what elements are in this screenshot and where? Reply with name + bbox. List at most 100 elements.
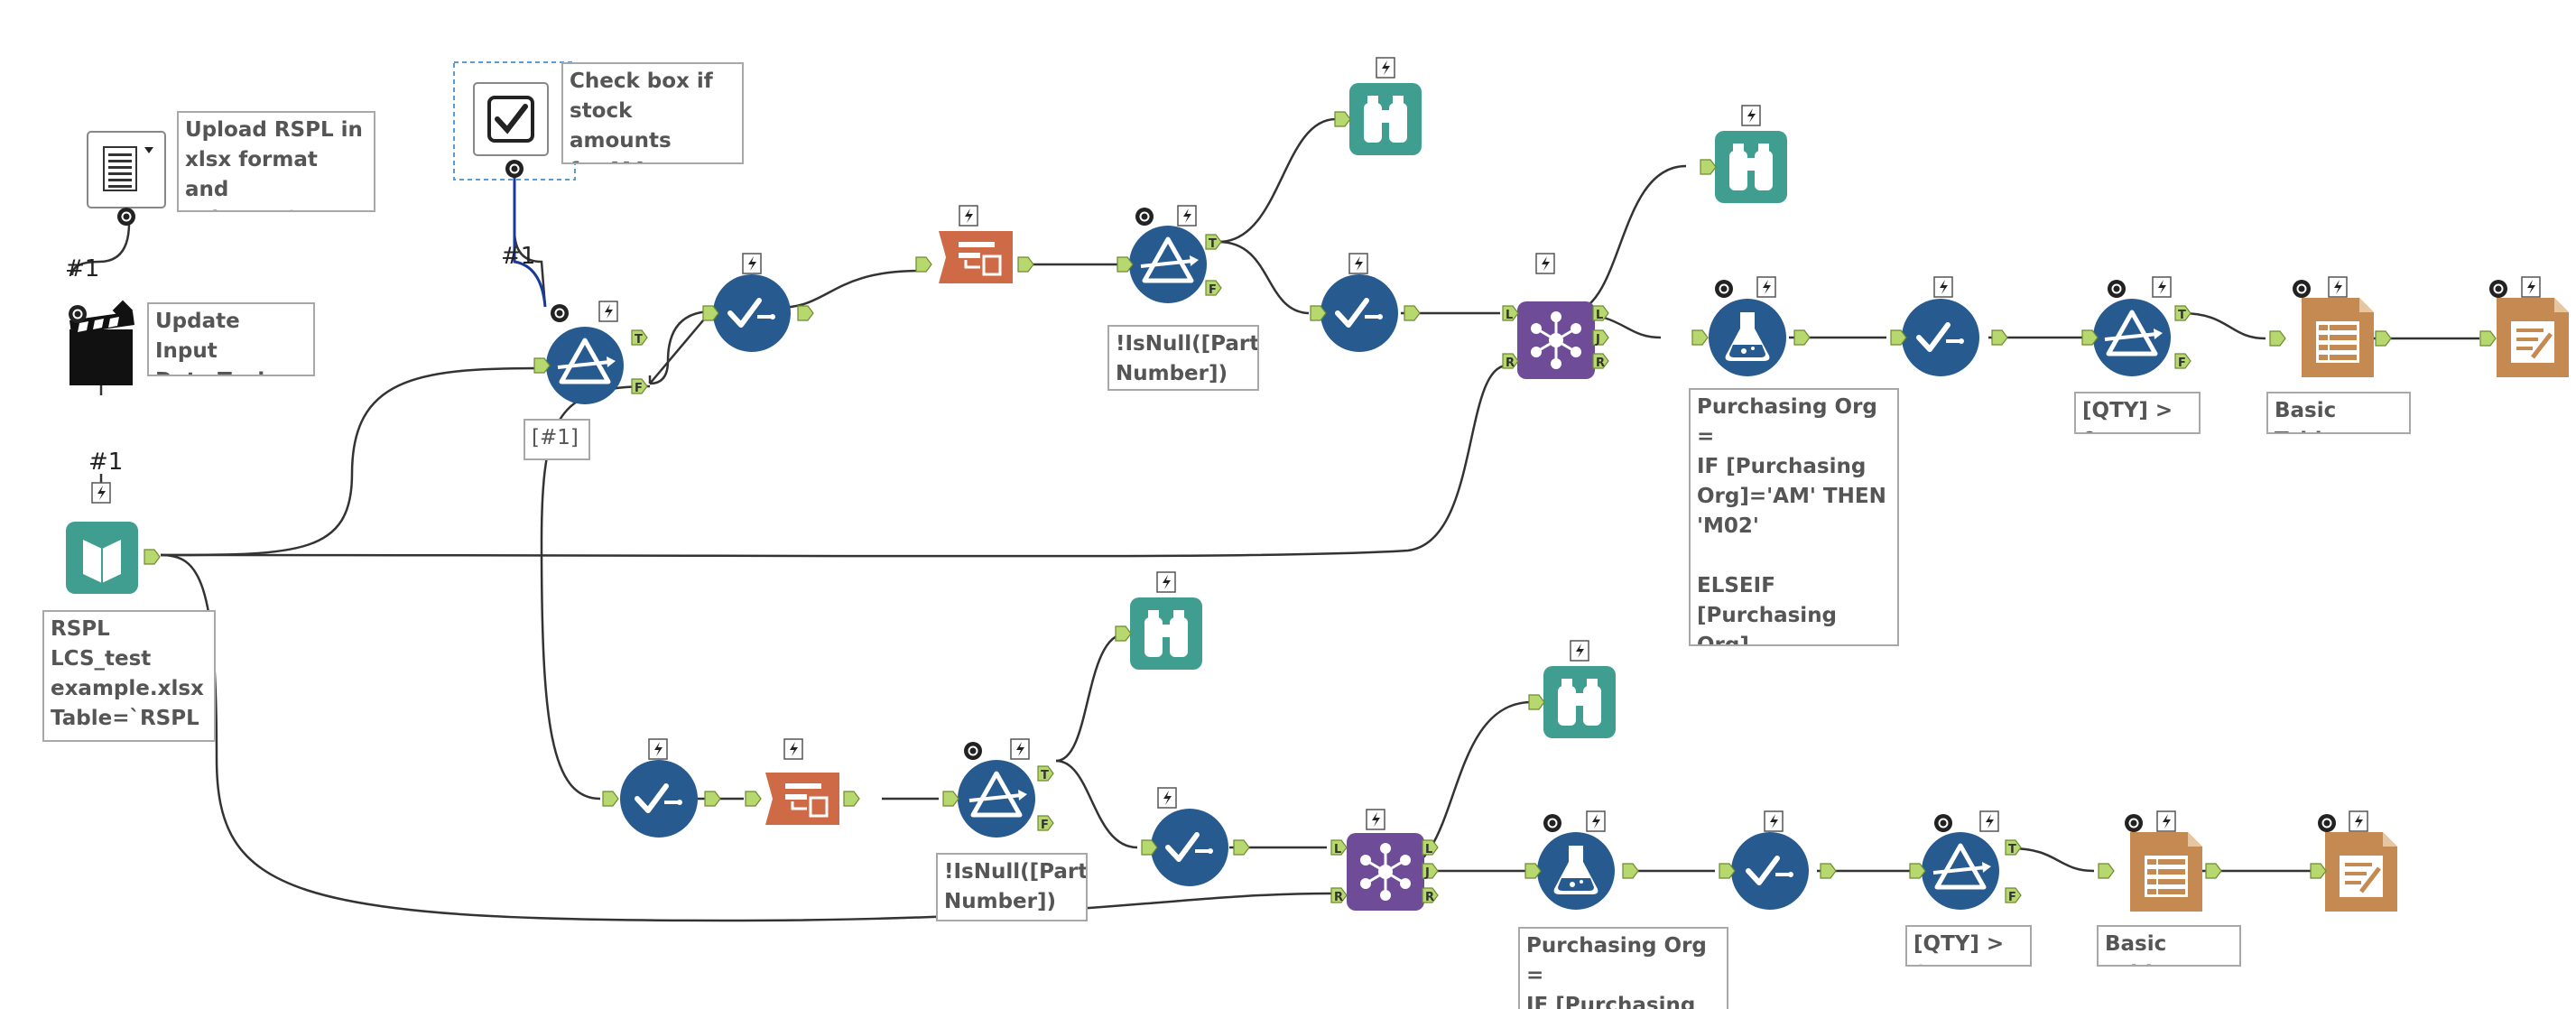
anchor-shape[interactable] [1592,353,1609,369]
clapper-body[interactable] [69,329,133,385]
sample-tool-1[interactable] [939,231,1013,283]
formula-bottom-annotation[interactable]: Purchasing Org = IF [Purchasing Org]='AM… [1518,927,1728,1009]
anchor-shape[interactable] [1502,305,1519,321]
connection-anchor[interactable] [1017,256,1034,273]
anchor-shape[interactable] [2081,329,2099,346]
connection-anchor[interactable] [1404,305,1421,321]
sample-tool-2[interactable] [765,773,839,825]
anchor-shape[interactable] [1719,863,1736,879]
connection-anchor[interactable] [1909,863,1926,879]
anchor-shape[interactable] [1890,329,1907,346]
anchor-shape[interactable] [2375,330,2392,347]
upload-note-annotation[interactable]: Upload RSPL in xlsx format and select 'R… [177,111,375,212]
connection-anchor[interactable] [1793,329,1811,346]
anchor-shape[interactable] [2310,863,2327,879]
isnull-filter-tool-top[interactable] [1129,226,1207,303]
connection-anchor[interactable]: T [1205,234,1222,251]
anchor-shape[interactable] [1422,839,1439,856]
filter-condition-annotation[interactable]: [#1] [524,419,590,460]
select-tool-6[interactable] [1731,832,1809,910]
anchor-shape[interactable] [533,357,551,374]
anchor-shape[interactable] [1330,839,1348,856]
anchor-shape[interactable] [843,791,860,807]
connection-anchor[interactable]: T [2005,839,2022,856]
connection-anchor[interactable]: T [631,329,648,347]
basic-table-tool-bottom[interactable] [2130,832,2202,912]
basic-table-tool-top[interactable] [2302,298,2374,377]
connection-anchor[interactable] [602,791,619,807]
connection-anchor[interactable] [797,305,814,321]
anchor-shape[interactable] [2005,887,2022,903]
anchor-shape[interactable] [2269,330,2286,347]
formula-tool-top[interactable] [1709,299,1786,376]
anchor-shape[interactable] [631,329,648,346]
connection-anchor[interactable]: F [1205,280,1222,297]
connection-anchor[interactable] [1310,305,1327,321]
anchor-shape[interactable] [1310,305,1327,321]
filter-tool-1[interactable] [546,327,624,404]
connection-anchor[interactable] [1991,329,2008,346]
connection-anchor[interactable]: L [1592,305,1609,322]
input-file-annotation[interactable]: RSPL LCS_test example.xlsx Table=`RSPL -… [42,610,216,742]
connection-anchor[interactable]: L [1502,305,1519,322]
basic-table-top-annotation[interactable]: Basic Table [2266,392,2411,434]
anchor-shape[interactable] [942,791,959,807]
connection-anchor[interactable] [1528,694,1545,710]
browse-tool-1[interactable] [1349,83,1422,155]
update-input-note-annotation[interactable]: Update Input Data Tool [147,302,315,376]
connection-anchor[interactable] [2375,330,2392,347]
anchor-shape[interactable] [1404,305,1421,321]
connection-anchor[interactable] [2479,330,2497,347]
connection-anchor[interactable]: F [1037,815,1054,832]
connection-anchor[interactable] [1700,159,1717,175]
anchor-shape[interactable] [1141,839,1158,856]
connection-anchor[interactable]: T [1037,765,1054,782]
anchor-shape[interactable] [1205,234,1222,250]
anchor-shape[interactable] [2174,305,2191,321]
file-browse-tool[interactable] [87,131,166,208]
anchor-shape[interactable] [602,791,619,807]
anchor-shape[interactable] [631,378,648,394]
anchor-shape[interactable] [1117,256,1134,273]
anchor-shape[interactable] [2205,863,2222,879]
connection-anchor[interactable] [745,791,762,807]
anchor-shape[interactable] [1592,329,1609,346]
anchor-shape[interactable] [1622,863,1639,879]
connection-anchor[interactable] [2269,330,2286,347]
connection-anchor[interactable] [144,549,161,565]
connection-anchor[interactable]: R [1422,887,1439,904]
connection-anchor[interactable] [2081,329,2099,346]
anchor-shape[interactable] [1524,863,1542,879]
anchor-shape[interactable] [2005,839,2022,856]
connection-anchor[interactable]: J [1422,863,1439,880]
connection-anchor[interactable]: L [1330,839,1348,856]
anchor-shape[interactable] [1793,329,1811,346]
browse-tool-3[interactable] [1130,597,1202,670]
checkbox-interface-tool[interactable] [453,61,576,181]
anchor-shape[interactable] [1330,887,1348,903]
anchor-shape[interactable] [1422,863,1439,879]
anchor-shape[interactable] [704,791,721,807]
anchor-shape[interactable] [1700,159,1717,175]
render-tool-bottom[interactable] [2325,832,2397,912]
connection-anchor[interactable] [2310,863,2327,879]
connection-anchor[interactable]: F [2005,887,2022,904]
anchor-shape[interactable] [2098,863,2115,879]
connection-anchor[interactable] [843,791,860,807]
render-tool-top[interactable] [2497,298,2569,377]
connection-anchor[interactable] [915,256,932,273]
anchor-shape[interactable] [1592,305,1609,321]
connection-anchor[interactable] [2098,863,2115,879]
action-tool[interactable] [69,300,134,385]
connection-anchor[interactable]: L [1422,839,1439,856]
join-tool-top[interactable] [1517,301,1595,379]
connection-anchor[interactable]: R [1502,353,1519,370]
connection-anchor[interactable] [1115,625,1132,642]
connection-anchor[interactable]: R [1592,353,1609,370]
anchor-shape[interactable] [1017,256,1034,273]
connection-anchor[interactable] [2205,863,2222,879]
connection-anchor[interactable] [1719,863,1736,879]
anchor-shape[interactable] [1991,329,2008,346]
qty-filter-tool-bottom[interactable] [1922,832,1999,910]
